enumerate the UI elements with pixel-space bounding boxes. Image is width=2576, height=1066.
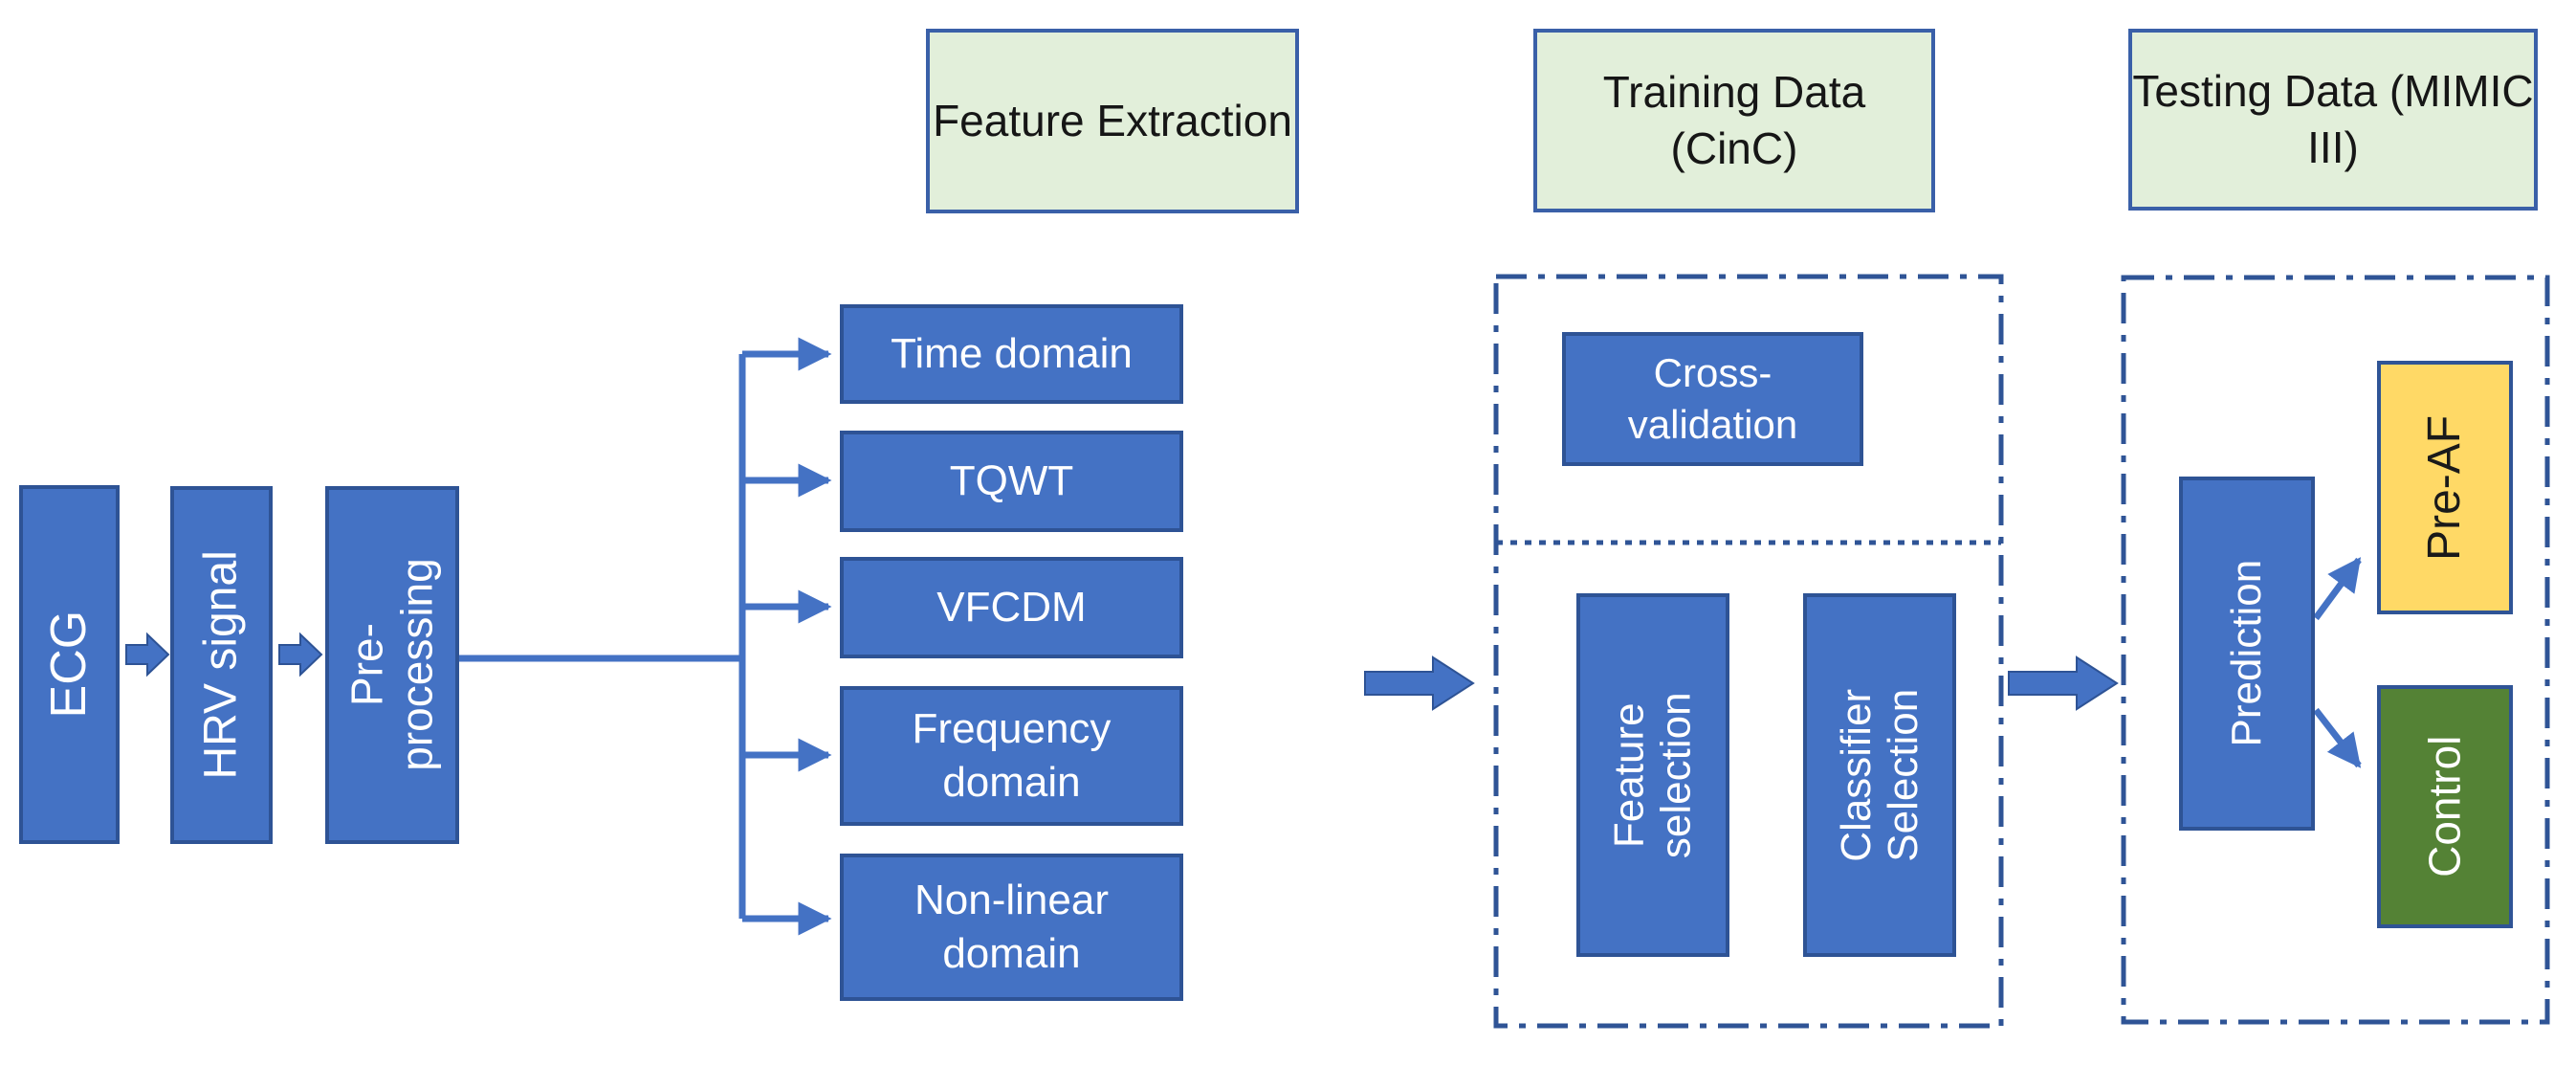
header-testing-data: Testing Data (MIMIC III) — [2128, 29, 2538, 211]
classifier-selection-label-line1: Classifier — [1832, 688, 1880, 862]
header-feature-extraction-label: Feature Extraction — [933, 96, 1292, 146]
frequency-domain-box: Frequency domain — [840, 686, 1183, 826]
classifier-selection-box: Classifier Selection — [1803, 593, 1956, 957]
cross-validation-box: Cross- validation — [1562, 332, 1863, 466]
ecg-label: ECG — [41, 611, 98, 719]
vfcdm-box: VFCDM — [840, 557, 1183, 658]
arrow-prediction-to-control — [2313, 707, 2362, 768]
nonlinear-domain-label-line1: Non-linear — [914, 876, 1109, 923]
feature-selection-label-line1: Feature — [1605, 702, 1653, 848]
feature-branch-trunk — [459, 354, 746, 919]
frequency-domain-label-line2: domain — [942, 759, 1081, 806]
vfcdm-label: VFCDM — [936, 583, 1087, 631]
arrow-prediction-to-preaf — [2313, 557, 2362, 621]
header-feature-extraction: Feature Extraction — [926, 29, 1299, 213]
feature-selection-box: Feature selection — [1576, 593, 1729, 957]
header-training-data-label: Training Data (CinC) — [1602, 67, 1866, 173]
hrv-signal-box: HRV signal — [170, 486, 273, 844]
classifier-selection-label-line2: Selection — [1880, 688, 1927, 862]
feature-selection-label-line2: selection — [1653, 692, 1701, 858]
arrow-hrv-to-preprocessing — [278, 632, 323, 677]
control-box: Control — [2377, 685, 2513, 928]
time-domain-label: Time domain — [891, 329, 1133, 377]
hrv-signal-label: HRV signal — [195, 550, 247, 780]
pre-af-box: Pre-AF — [2377, 361, 2513, 614]
prediction-box: Prediction — [2179, 477, 2315, 831]
pre-af-label: Pre-AF — [2419, 414, 2471, 561]
frequency-domain-label-line1: Frequency — [912, 704, 1112, 752]
prediction-label: Prediction — [2223, 560, 2271, 747]
header-testing-data-label: Testing Data (MIMIC III) — [2132, 66, 2534, 172]
arrow-training-to-testing — [2008, 655, 2119, 711]
cross-validation-label-line1: Cross- — [1653, 350, 1772, 396]
arrow-features-to-training — [1364, 655, 1475, 711]
time-domain-box: Time domain — [840, 304, 1183, 404]
preprocessing-label-line1: Pre- — [341, 623, 392, 707]
header-training-data: Training Data (CinC) — [1533, 29, 1935, 212]
cross-validation-label-line2: validation — [1627, 402, 1798, 447]
nonlinear-domain-box: Non-linear domain — [840, 854, 1183, 1001]
ecg-box: ECG — [19, 485, 120, 844]
tqwt-label: TQWT — [949, 456, 1074, 504]
preprocessing-box: Pre- processing — [325, 486, 459, 844]
control-label: Control — [2419, 735, 2470, 878]
preprocessing-label-line2: processing — [391, 558, 442, 772]
arrow-ecg-to-hrv — [125, 632, 170, 677]
tqwt-box: TQWT — [840, 431, 1183, 532]
nonlinear-domain-label-line2: domain — [942, 930, 1081, 977]
